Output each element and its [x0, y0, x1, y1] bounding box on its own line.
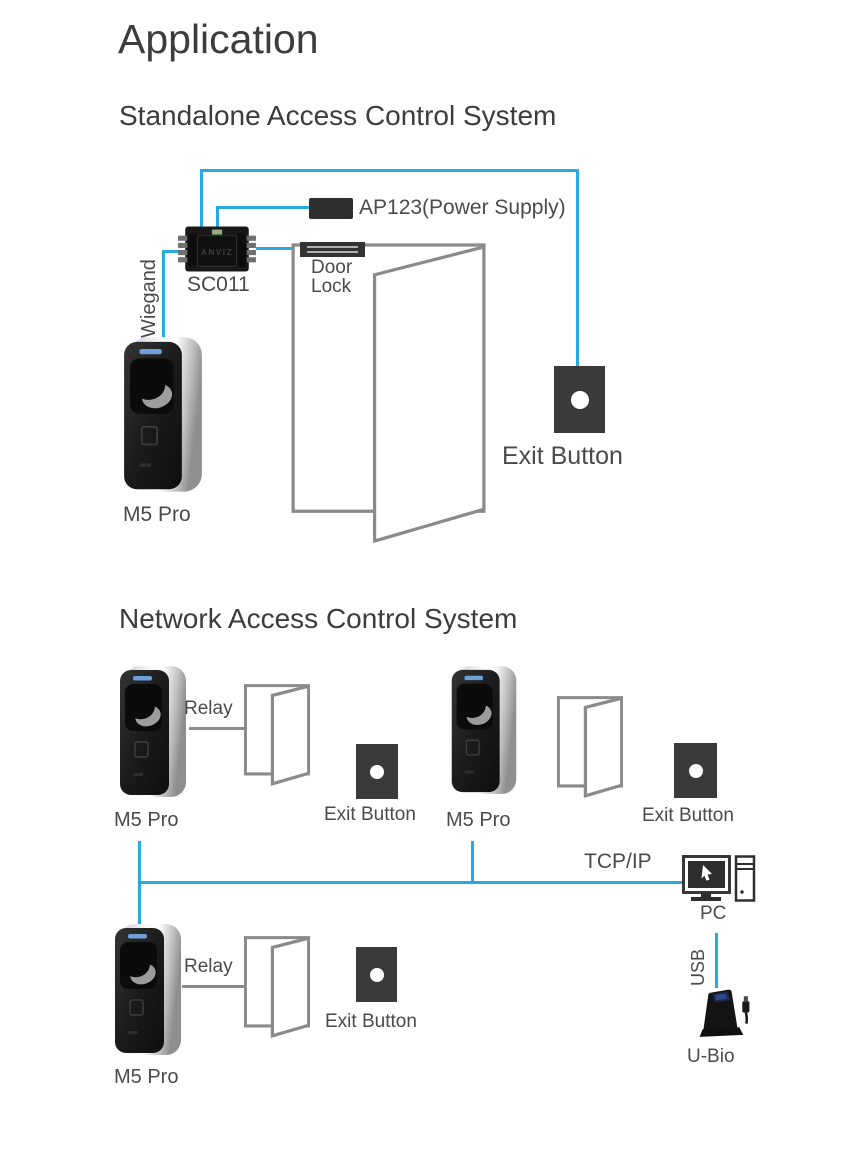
door-icon [557, 696, 623, 798]
exit-button-icon [554, 366, 605, 433]
door-lock-icon [300, 242, 365, 257]
wire-network-bus [138, 881, 684, 884]
page-title: Application [118, 16, 319, 62]
pc-label: PC [700, 903, 727, 924]
door-icon [244, 684, 310, 786]
wire-wiegand-horizontal [162, 250, 179, 253]
wire-network-drop-2 [471, 841, 474, 883]
relay-label: Relay [184, 956, 233, 977]
ubio-reader-image [690, 983, 758, 1046]
exit-button-icon [674, 743, 717, 798]
wire-relay-2 [182, 985, 245, 988]
door-icon [244, 936, 310, 1038]
sc011-controller-image [176, 225, 258, 273]
exit-button-icon [356, 744, 398, 799]
exit-button-label: Exit Button [502, 442, 623, 470]
m5-pro-label: M5 Pro [446, 809, 511, 831]
sc011-label: SC011 [187, 273, 250, 296]
wire-power-riser [216, 206, 219, 228]
network-section-heading: Network Access Control System [119, 603, 518, 634]
ubio-label: U-Bio [687, 1046, 735, 1067]
power-supply-icon [309, 198, 353, 219]
wire-relay-1 [189, 727, 245, 730]
wire-sc011-top-riser [200, 169, 203, 227]
exit-button-hole [369, 967, 384, 982]
m5-pro-reader-image [113, 923, 183, 1057]
m5-pro-reader-image [117, 336, 209, 494]
standalone-section-heading: Standalone Access Control System [119, 100, 557, 131]
wire-usb [715, 933, 718, 988]
m5-pro-label: M5 Pro [114, 809, 179, 831]
m5-pro-reader-image [449, 665, 519, 796]
wire-doorlock-horizontal [256, 247, 302, 250]
wiegand-label: Wiegand [138, 259, 160, 338]
exit-button-hole [570, 390, 589, 409]
relay-label: Relay [184, 698, 233, 719]
exit-button-hole [688, 763, 703, 778]
tcpip-label: TCP/IP [584, 850, 652, 873]
pc-icon [682, 855, 756, 903]
door-lock-label-line2: Lock [311, 276, 352, 297]
wire-power-horizontal [216, 206, 310, 209]
m5-pro-reader-image [116, 665, 190, 799]
m5-pro-label: M5 Pro [114, 1066, 179, 1088]
door-lock-label-line1: Door [311, 257, 353, 278]
exit-button-label: Exit Button [642, 805, 734, 826]
wire-top-horizontal [200, 169, 579, 172]
wire-exit-button-drop [576, 169, 579, 367]
exit-button-icon [356, 947, 397, 1002]
m5-pro-label: M5 Pro [123, 503, 191, 526]
exit-button-label: Exit Button [325, 1011, 417, 1032]
exit-button-hole [370, 764, 384, 779]
exit-button-label: Exit Button [324, 804, 416, 825]
power-supply-label: AP123(Power Supply) [359, 196, 566, 219]
usb-label: USB [688, 948, 708, 986]
door-lock-label: Door Lock [311, 258, 352, 296]
wire-wiegand-vertical [162, 250, 165, 338]
